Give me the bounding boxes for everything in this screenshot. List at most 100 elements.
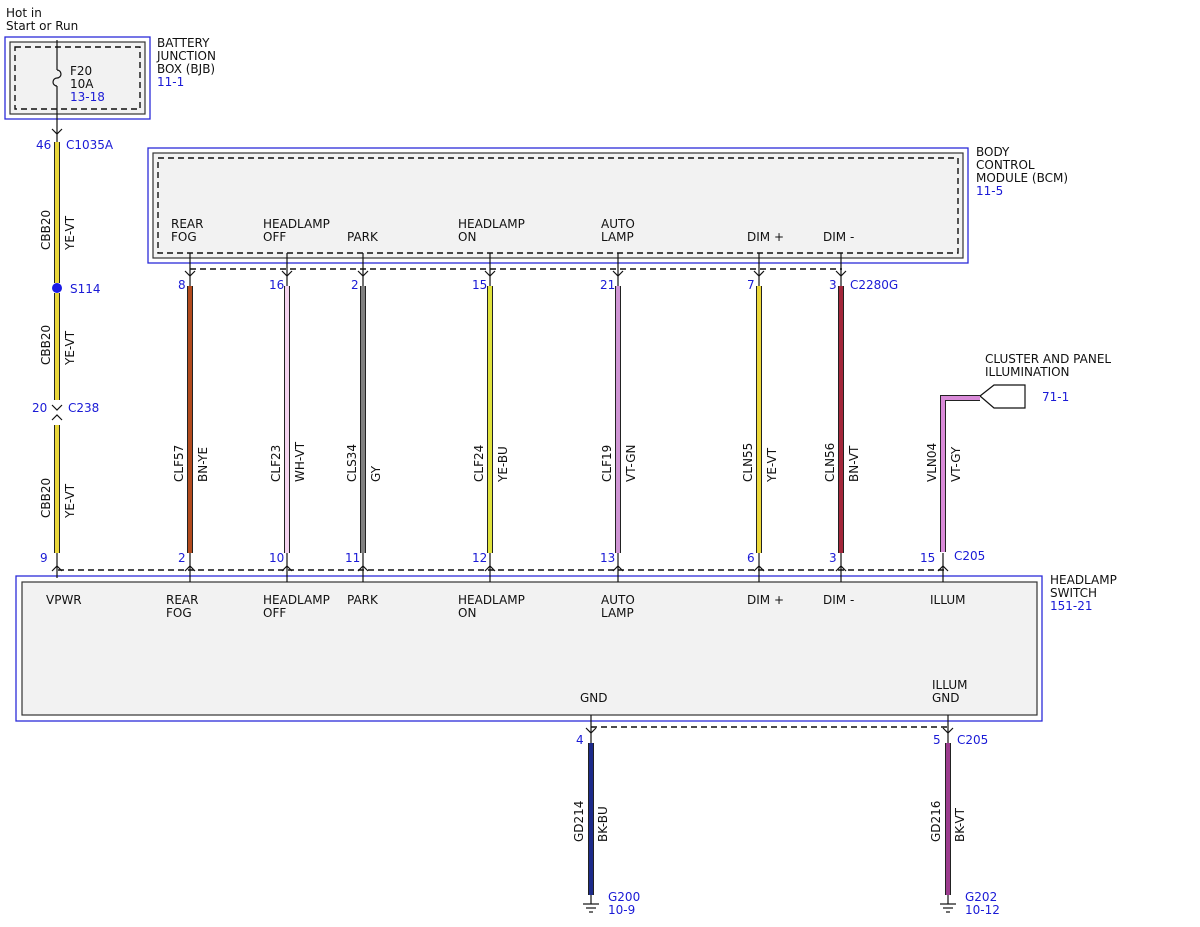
fuse-id: F20 <box>70 64 92 78</box>
ground-id: G200 <box>608 890 640 904</box>
hs-pin-number: 2 <box>178 551 186 565</box>
bcm-pin-label: ON <box>458 230 476 244</box>
ground-color-label: BK-VT <box>953 807 967 842</box>
bcm-pin-label: AUTO <box>601 217 635 231</box>
fuse-symbol-icon <box>52 69 62 87</box>
illum-hs-pin: 15 <box>920 551 935 565</box>
hs-pin-label: FOG <box>166 606 192 620</box>
bcm-pin-number: 3 <box>829 278 837 292</box>
bcm-pin-label: REAR <box>171 217 203 231</box>
hs-pin-label: OFF <box>263 606 286 620</box>
feed-connector-c238: C238 <box>68 401 99 415</box>
feed-seg2-color: YE-VT <box>63 330 77 366</box>
hs-label-2: SWITCH <box>1050 586 1097 600</box>
hs-pin-number: 13 <box>600 551 615 565</box>
feed-connector-bjb: C1035A <box>66 138 114 152</box>
hs-pin-number: 10 <box>269 551 284 565</box>
bcm-pin-number: 8 <box>178 278 186 292</box>
bjb-label-1: BATTERY <box>157 36 210 50</box>
feed-pin-hs: 9 <box>40 551 48 565</box>
c238-arrow-up-icon <box>51 414 63 421</box>
fuse-ref: 13-18 <box>70 90 105 104</box>
bcm-pin-number: 21 <box>600 278 615 292</box>
ground-id: G202 <box>965 890 997 904</box>
wire-circuit-label: CLF57 <box>172 445 186 482</box>
hs-pin-label: PARK <box>347 593 379 607</box>
ground-ref: 10-9 <box>608 903 635 917</box>
hs-gnd-label: GND <box>580 691 608 705</box>
feed-seg1-color: YE-VT <box>63 215 77 251</box>
bcm-pin-label: OFF <box>263 230 286 244</box>
wire-color-label: GY <box>369 465 383 482</box>
wire-color-label: YE-BU <box>496 446 510 483</box>
illum-circuit: VLN04 <box>925 443 939 482</box>
bcm-connector-id: C2280G <box>850 278 898 292</box>
hs-pin-label: AUTO <box>601 593 635 607</box>
fuse-rating: 10A <box>70 77 94 91</box>
illumination-source: CLUSTER AND PANEL ILLUMINATION 71-1 VLN0… <box>920 352 1111 582</box>
illum-label-1: CLUSTER AND PANEL <box>985 352 1111 366</box>
bcm-pin-label: LAMP <box>601 230 634 244</box>
bjb-ref: 11-1 <box>157 75 184 89</box>
source-label-line2: Start or Run <box>6 19 78 33</box>
bcm-label-2: CONTROL <box>976 158 1035 172</box>
feed-seg3-color: YE-VT <box>63 483 77 519</box>
bcm-pin-number: 7 <box>747 278 755 292</box>
ground-circuit-label: GD214 <box>572 801 586 842</box>
hs-pin-label: DIM + <box>747 593 784 607</box>
hs-pin-number: 3 <box>829 551 837 565</box>
wire-circuit-label: CLF19 <box>600 445 614 482</box>
wire-circuit-label: CLN55 <box>741 443 755 482</box>
bcm-ref: 11-5 <box>976 184 1003 198</box>
hs-pin-label: HEADLAMP <box>458 593 525 607</box>
bcm-pin-number: 15 <box>472 278 487 292</box>
bcm-pin-label: DIM + <box>747 230 784 244</box>
ground-circuit-label: GD216 <box>929 801 943 842</box>
wire-circuit-label: CLS34 <box>345 444 359 482</box>
hs-pin-label: ILLUM <box>930 593 965 607</box>
illum-color: VT-GY <box>949 446 963 482</box>
illum-hs-connector: C205 <box>954 549 985 563</box>
illum-connector-icon <box>979 384 1026 409</box>
bcm-pin-label: DIM - <box>823 230 854 244</box>
bjb-label-3: BOX (BJB) <box>157 62 215 76</box>
wire-color-label: YE-VT <box>765 447 779 483</box>
feed-seg1-circuit: CBB20 <box>39 210 53 250</box>
bcm-pin-number: 16 <box>269 278 284 292</box>
feed-seg2-circuit: CBB20 <box>39 325 53 365</box>
hs-illum-gnd-label-1: ILLUM <box>932 678 967 692</box>
feed-seg3-circuit: CBB20 <box>39 478 53 518</box>
wire-color-label: BN-VT <box>847 445 861 482</box>
splice-id: S114 <box>70 282 101 296</box>
ground-color-label: BK-BU <box>596 806 610 842</box>
bjb-label-2: JUNCTION <box>156 49 216 63</box>
ground-connector-arrow-icon <box>585 727 597 734</box>
hs-pin-label: LAMP <box>601 606 634 620</box>
body-control-module: BODY CONTROL MODULE (BCM) 11-5 <box>147 145 1068 264</box>
bcm-pin-number: 2 <box>351 278 359 292</box>
illum-label-2: ILLUMINATION <box>985 365 1070 379</box>
bcm-pin-label: FOG <box>171 230 197 244</box>
hs-pin-label: HEADLAMP <box>263 593 330 607</box>
ground-pin-number: 4 <box>576 733 584 747</box>
illum-wire <box>941 396 980 552</box>
hs-pin-label: ON <box>458 606 476 620</box>
wire-color-label: BN-YE <box>196 447 210 482</box>
hs-pin-label: VPWR <box>46 593 82 607</box>
wire-color-label: WH-VT <box>293 441 307 482</box>
feed-pin-c238: 20 <box>32 401 47 415</box>
wire-color-label: VT-GN <box>624 445 638 482</box>
hs-label-1: HEADLAMP <box>1050 573 1117 587</box>
bcm-label-3: MODULE (BCM) <box>976 171 1068 185</box>
hs-pin-number: 6 <box>747 551 755 565</box>
wire-circuit-label: CLF23 <box>269 445 283 482</box>
bcm-label-1: BODY <box>976 145 1010 159</box>
ground-ref: 10-12 <box>965 903 1000 917</box>
bcm-pin-label: HEADLAMP <box>263 217 330 231</box>
c238-arrow-down-icon <box>51 404 63 411</box>
